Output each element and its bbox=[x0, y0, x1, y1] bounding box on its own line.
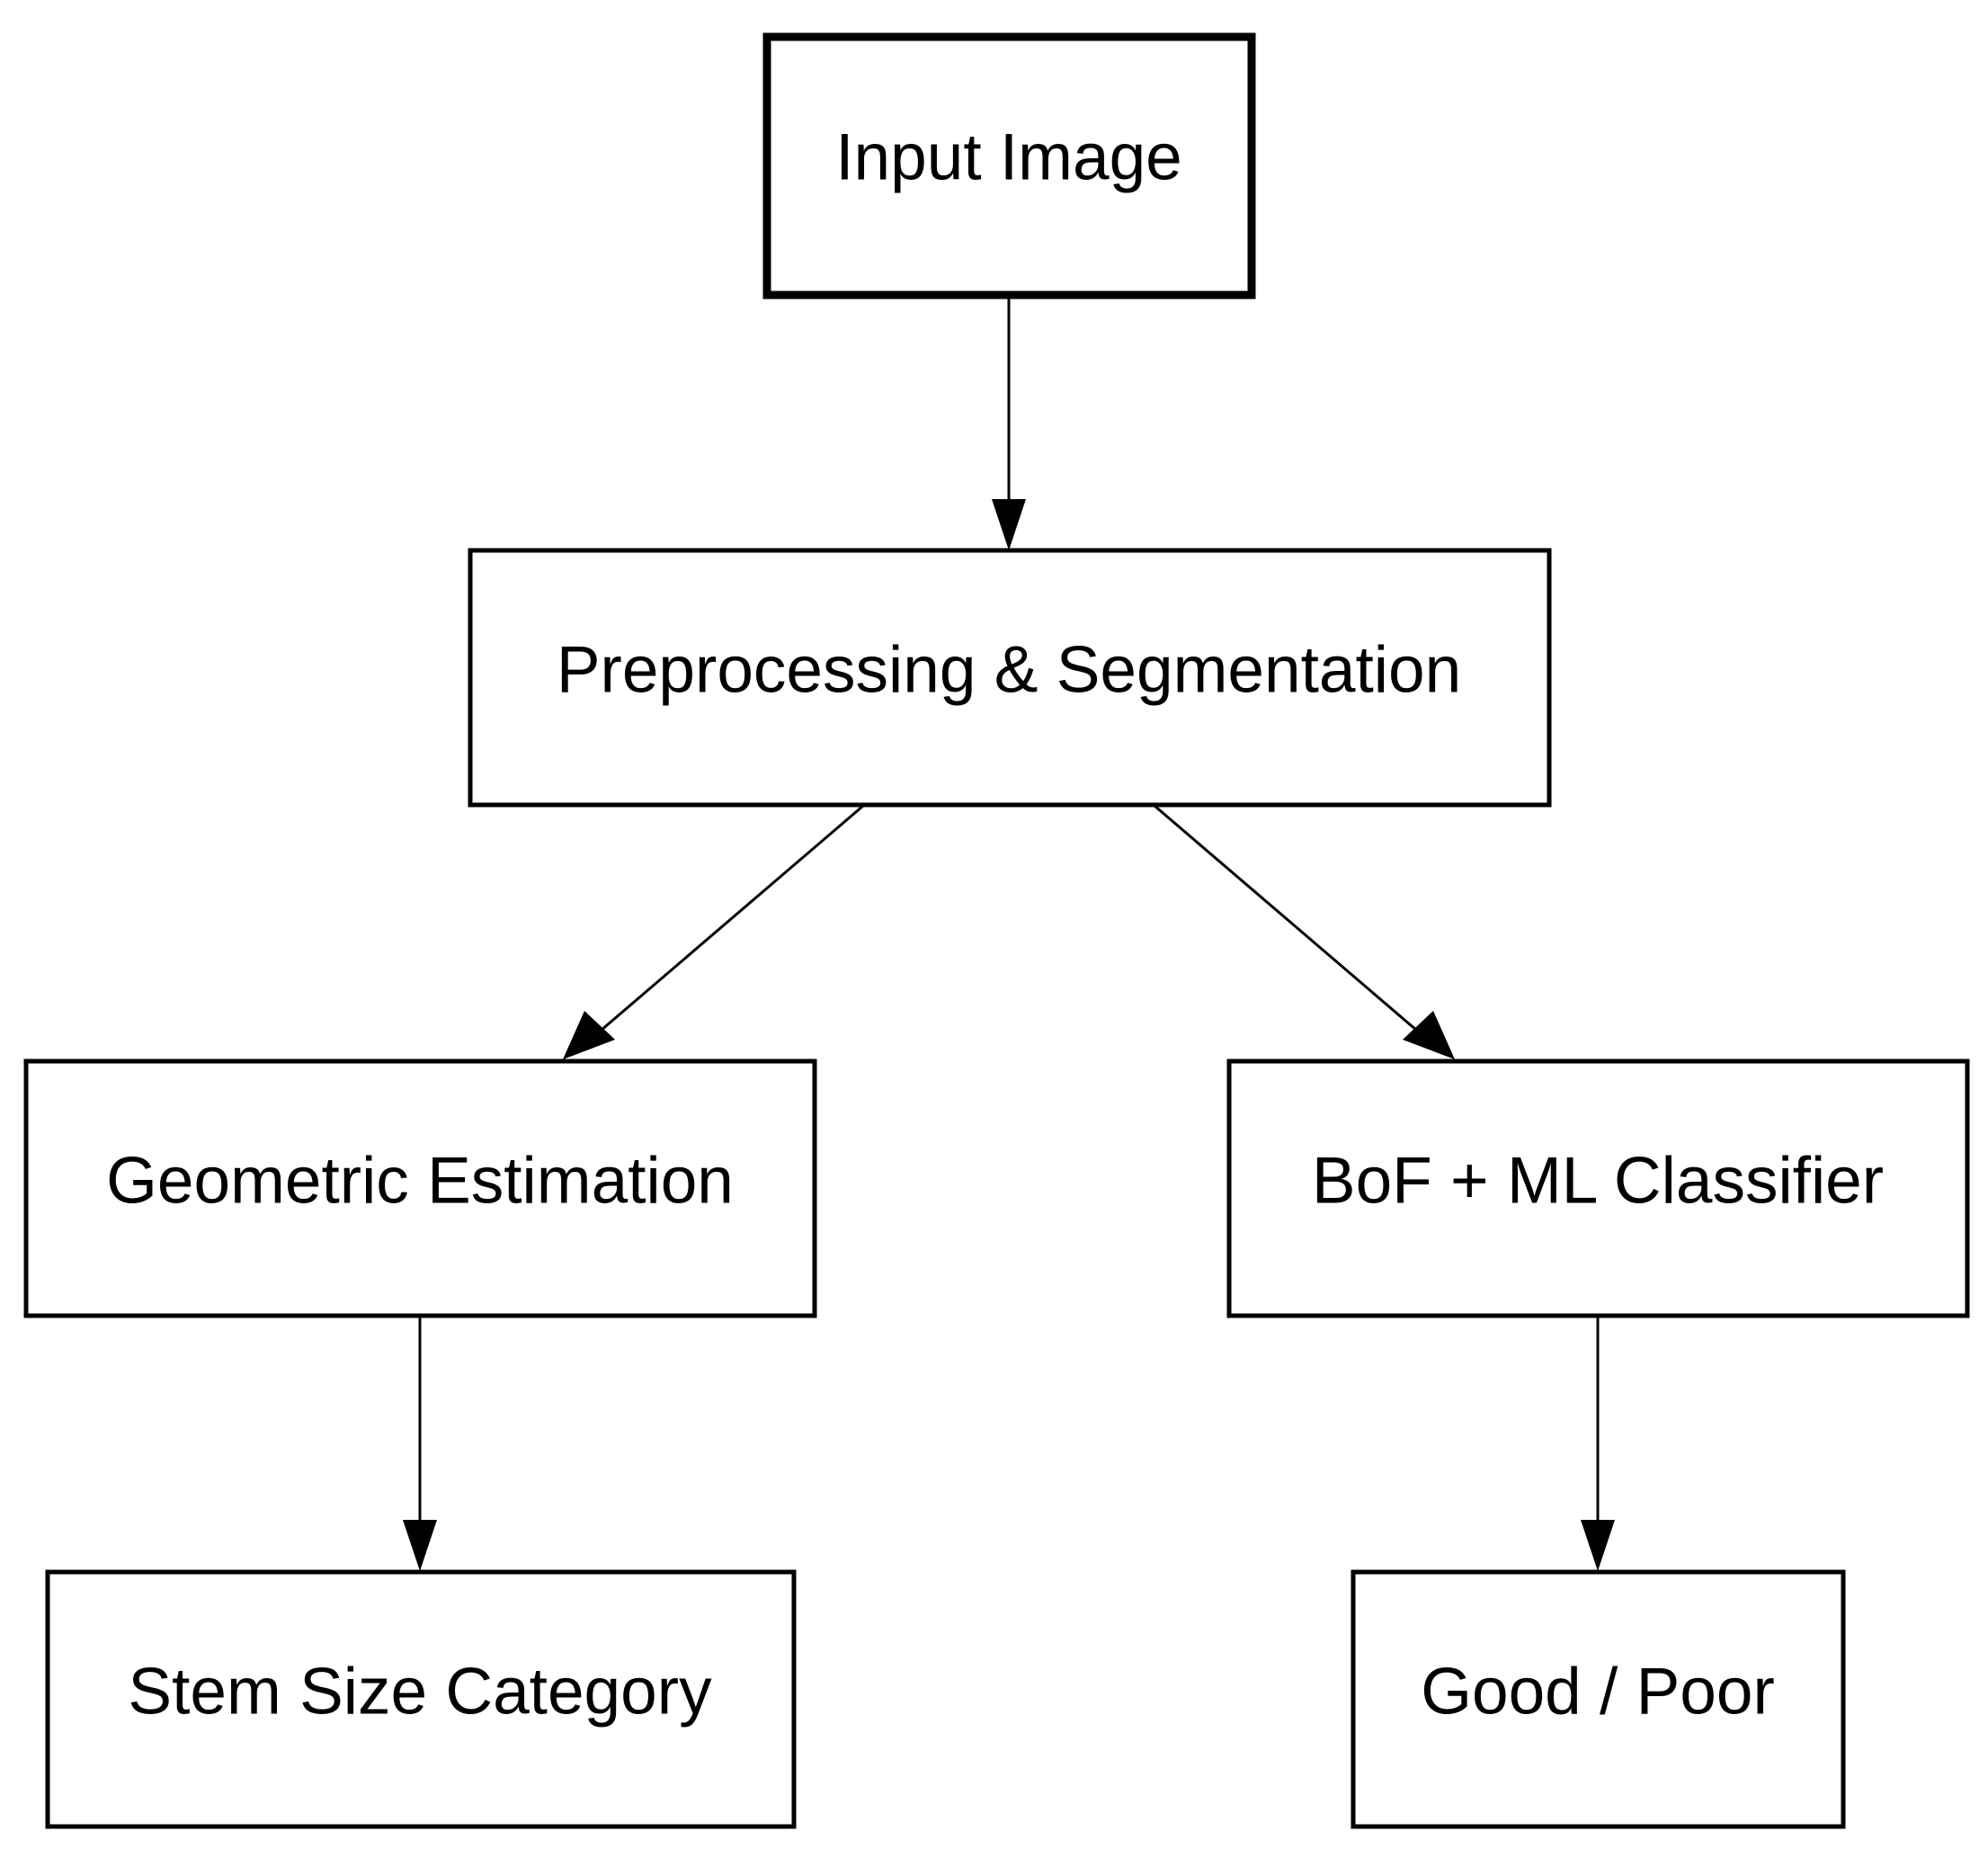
node-label: BoF + ML Classifier bbox=[1312, 1144, 1884, 1217]
node-box bbox=[762, 32, 1256, 299]
edge-preprocessing-to-bof bbox=[1154, 804, 1418, 1032]
node-box bbox=[468, 548, 1552, 808]
node-geometric-estimation: Geometric Estimation bbox=[23, 1059, 817, 1318]
edge-preprocessing-to-geometric bbox=[600, 804, 864, 1032]
node-box bbox=[1226, 1059, 1970, 1318]
node-bof-ml-classifier: BoF + ML Classifier bbox=[1226, 1059, 1970, 1318]
arrowhead-preprocessing-to-bof bbox=[1403, 1011, 1455, 1059]
edges bbox=[403, 297, 1615, 1571]
node-label: Geometric Estimation bbox=[106, 1144, 734, 1217]
node-box bbox=[45, 1569, 797, 1829]
node-label: Input Image bbox=[835, 121, 1182, 193]
arrowhead-input-to-preprocessing bbox=[992, 499, 1026, 550]
arrowhead-bof-to-good-poor bbox=[1581, 1520, 1615, 1571]
node-input-image: Input Image bbox=[762, 32, 1256, 299]
node-box bbox=[1351, 1569, 1846, 1829]
node-good-poor: Good / Poor bbox=[1351, 1569, 1846, 1829]
node-preprocessing-segmentation: Preprocessing & Segmentation bbox=[468, 548, 1552, 808]
node-box bbox=[23, 1059, 817, 1318]
node-label: Stem Size Category bbox=[128, 1655, 712, 1728]
node-label: Good / Poor bbox=[1421, 1655, 1775, 1728]
node-label: Preprocessing & Segmentation bbox=[557, 633, 1461, 706]
arrowhead-preprocessing-to-geometric bbox=[563, 1011, 615, 1059]
node-stem-size-category: Stem Size Category bbox=[45, 1569, 797, 1829]
arrowhead-geometric-to-stem-size bbox=[403, 1520, 437, 1571]
